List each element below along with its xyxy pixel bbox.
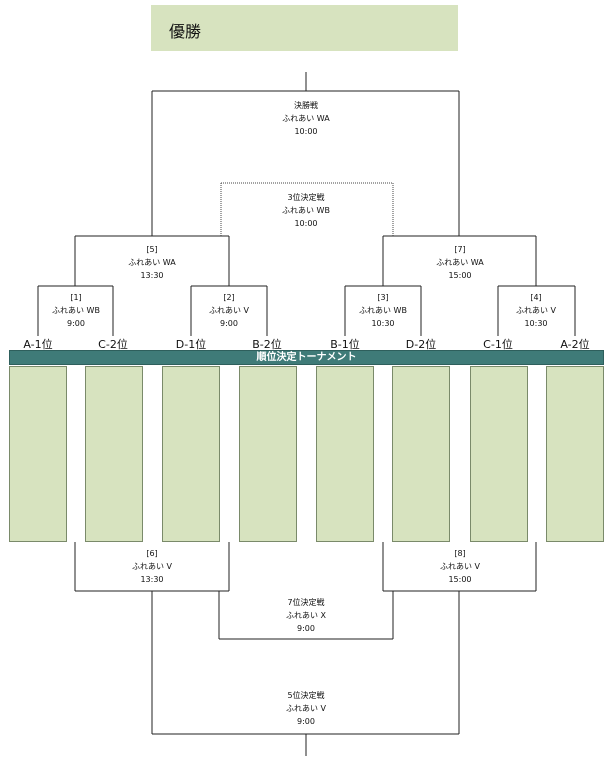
match-final-name: 決勝戦 [294, 101, 318, 110]
match-final: 決勝戦 ふれあい WA 10:00 [256, 99, 356, 138]
match-third-time: 10:00 [294, 219, 318, 228]
champion-box: 優勝 [151, 5, 458, 51]
match-7-name: [7] [454, 245, 466, 254]
column-b1 [316, 366, 374, 542]
match-fifth: 5位決定戦 ふれあい V 9:00 [256, 689, 356, 728]
column-b2 [239, 366, 297, 542]
match-6-name: [6] [146, 549, 158, 558]
match-third-name: 3位決定戦 [287, 193, 325, 202]
match-8: [8] ふれあい V 15:00 [420, 547, 500, 586]
match-6-time: 13:30 [140, 575, 164, 584]
match-7: [7] ふれあい WA 15:00 [420, 243, 500, 282]
column-a1 [9, 366, 67, 542]
team-c1: C-1位 [483, 338, 513, 351]
match-5-venue: ふれあい WA [128, 258, 176, 267]
match-1-time: 9:00 [67, 319, 85, 328]
match-8-name: [8] [454, 549, 466, 558]
match-7-time: 15:00 [448, 271, 472, 280]
team-b1: B-1位 [330, 338, 360, 351]
match-fifth-venue: ふれあい V [285, 704, 326, 713]
match-final-venue: ふれあい WA [282, 114, 330, 123]
match-8-time: 15:00 [448, 575, 472, 584]
champion-title: 優勝 [169, 22, 202, 41]
match-6-venue: ふれあい V [131, 562, 172, 571]
match-5-time: 13:30 [140, 271, 164, 280]
match-3: [3] ふれあい WB 10:30 [347, 291, 419, 330]
match-fifth-name: 5位決定戦 [287, 691, 325, 700]
match-2-venue: ふれあい V [208, 306, 249, 315]
match-5-name: [5] [146, 245, 158, 254]
match-seventh-venue: ふれあい X [285, 611, 327, 620]
match-7-venue: ふれあい WA [436, 258, 484, 267]
match-4-time: 10:30 [524, 319, 548, 328]
match-8-venue: ふれあい V [439, 562, 480, 571]
match-fifth-time: 9:00 [297, 717, 315, 726]
match-1-name: [1] [70, 293, 82, 302]
team-c2: C-2位 [98, 338, 128, 351]
match-final-time: 10:00 [294, 127, 318, 136]
column-d1 [162, 366, 220, 542]
column-a2 [546, 366, 604, 542]
column-c1 [470, 366, 528, 542]
team-b2: B-2位 [252, 338, 282, 351]
match-2: [2] ふれあい V 9:00 [193, 291, 265, 330]
team-a2: A-2位 [560, 338, 590, 351]
match-2-time: 9:00 [220, 319, 238, 328]
column-c2 [85, 366, 143, 542]
match-6: [6] ふれあい V 13:30 [112, 547, 192, 586]
match-4-venue: ふれあい V [515, 306, 556, 315]
match-4: [4] ふれあい V 10:30 [500, 291, 572, 330]
team-d1: D-1位 [175, 338, 207, 351]
match-seventh-time: 9:00 [297, 624, 315, 633]
match-third: 3位決定戦 ふれあい WB 10:00 [256, 191, 356, 230]
match-2-name: [2] [223, 293, 235, 302]
team-a1: A-1位 [23, 338, 53, 351]
match-third-venue: ふれあい WB [282, 206, 330, 215]
match-3-time: 10:30 [371, 319, 395, 328]
match-5: [5] ふれあい WA 13:30 [112, 243, 192, 282]
column-d2 [392, 366, 450, 542]
match-seventh: 7位決定戦 ふれあい X 9:00 [256, 596, 356, 635]
placement-tournament-banner: 順位決定トーナメント [9, 350, 604, 365]
team-d2: D-2位 [405, 338, 437, 351]
match-seventh-name: 7位決定戦 [287, 598, 325, 607]
match-1-venue: ふれあい WB [52, 306, 100, 315]
match-3-venue: ふれあい WB [359, 306, 407, 315]
match-4-name: [4] [530, 293, 542, 302]
match-1: [1] ふれあい WB 9:00 [40, 291, 112, 330]
match-3-name: [3] [377, 293, 389, 302]
